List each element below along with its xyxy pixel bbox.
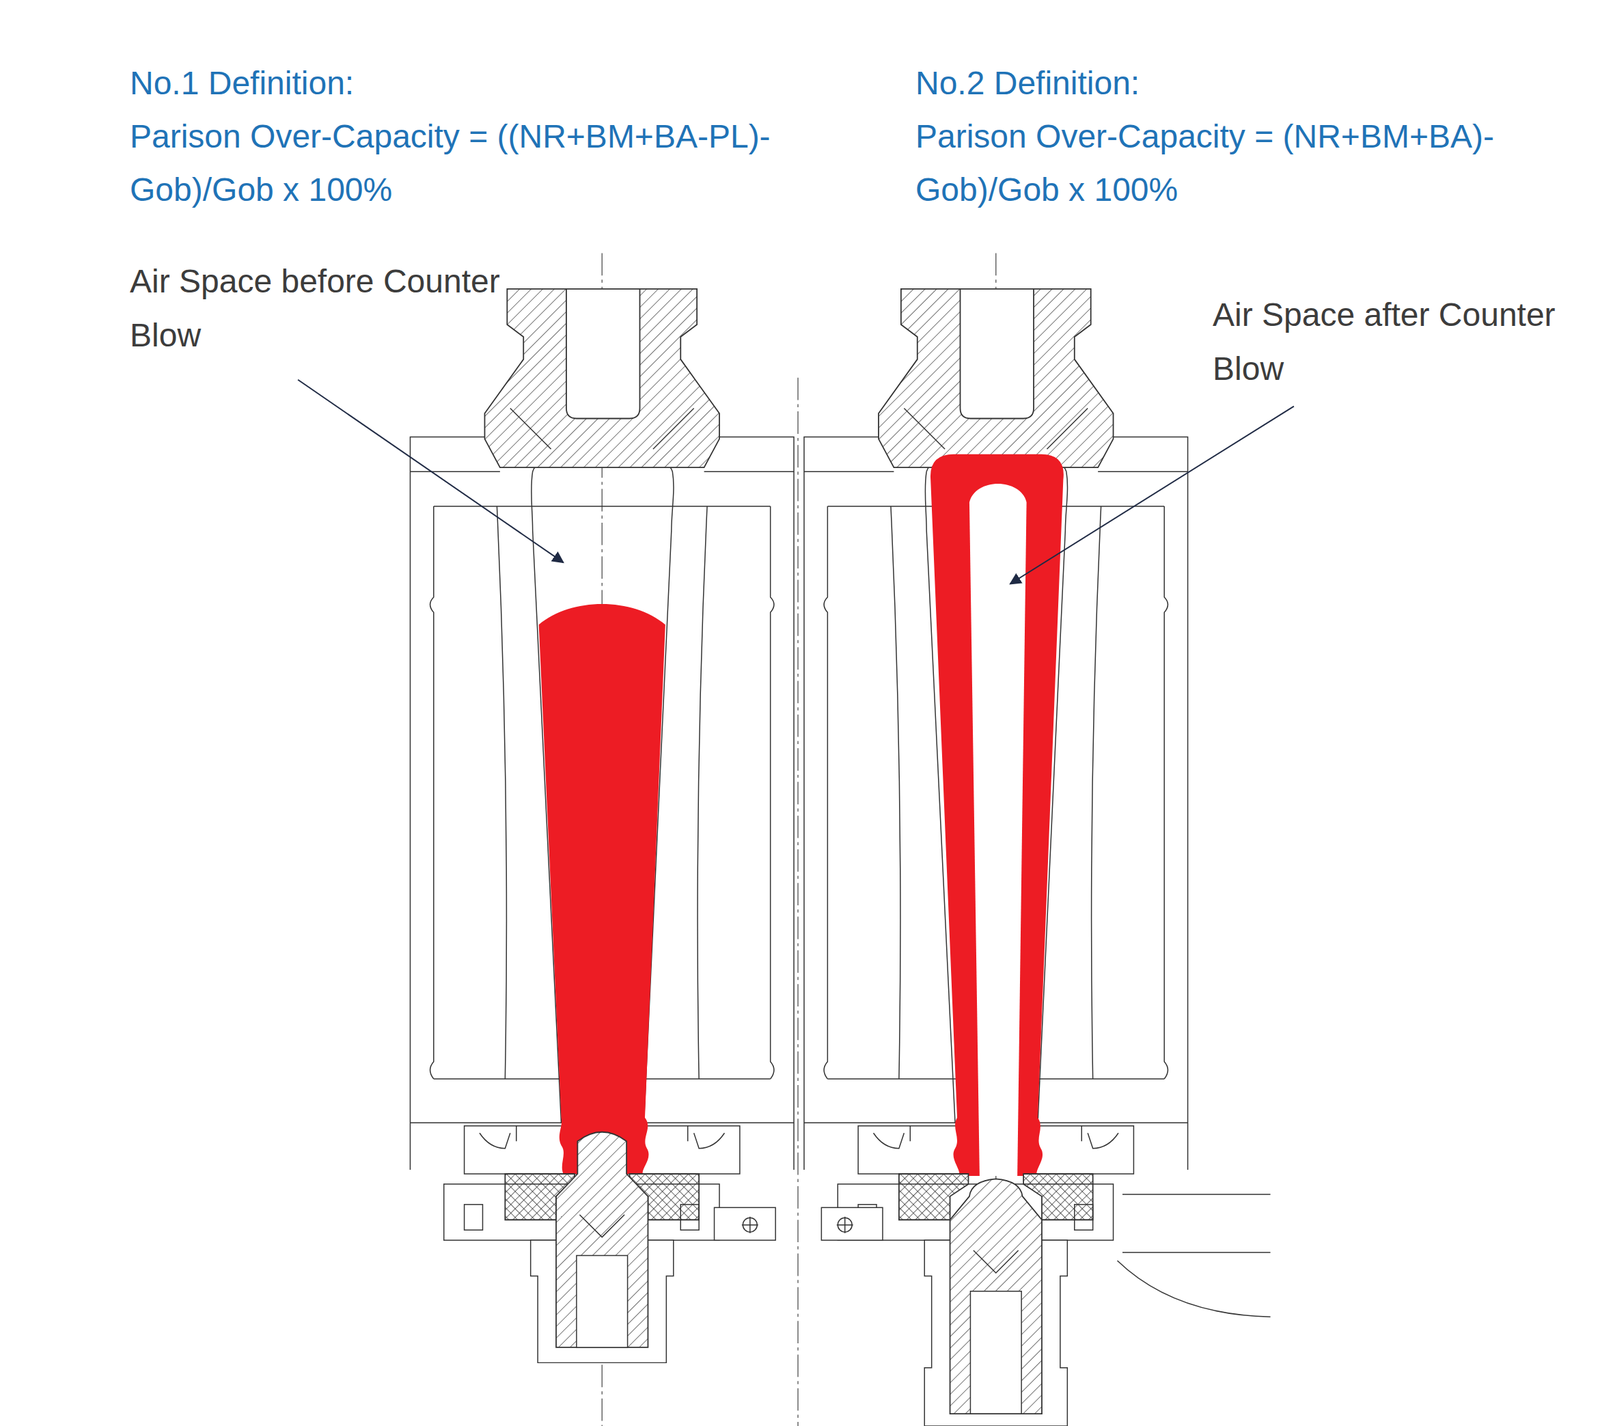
parison-before-counter-blow [539,603,666,1174]
plunger-right [924,1178,1068,1426]
formula-text: Parison Over-Capacity = ((NR+BM+BA-PL)-G… [129,109,882,217]
mould-arm [1117,1194,1271,1317]
parison-before-counter-blow [539,603,666,1174]
parison-after-counter-blow [969,483,1027,1176]
blank-mould-right [878,288,1114,468]
connecting-link [741,1216,854,1234]
leader-line [297,379,1294,585]
definition-heading: No.1 Definition: [129,56,882,110]
connecting-link [714,1207,777,1240]
definition-heading: No.2 Definition: [915,56,1585,110]
blank-mould-left [409,288,794,1174]
leader-line [297,379,563,563]
plunger-left [530,1132,674,1363]
plunger-left [556,1132,648,1348]
plunger-left [530,1239,674,1363]
leader-line [1010,406,1294,585]
formula-text: Parison Over-Capacity = (NR+BM+BA)-Gob)/… [915,109,1585,217]
mould-arm [1117,1260,1271,1317]
plunger-right [950,1178,1042,1414]
connecting-link [821,1207,883,1240]
mould-arm [1122,1194,1271,1253]
plunger-right [970,1291,1022,1414]
plunger-right [973,1250,1019,1273]
callout-label: Air Space before Counter Blow [129,254,513,363]
plunger-left [576,1255,628,1348]
connecting-link [714,1207,883,1240]
blank-mould-left [409,436,794,1174]
blank-mould-left [484,288,720,468]
plunger-left [579,1214,625,1238]
callout-label: Air Space after Counter Blow [1212,287,1575,396]
